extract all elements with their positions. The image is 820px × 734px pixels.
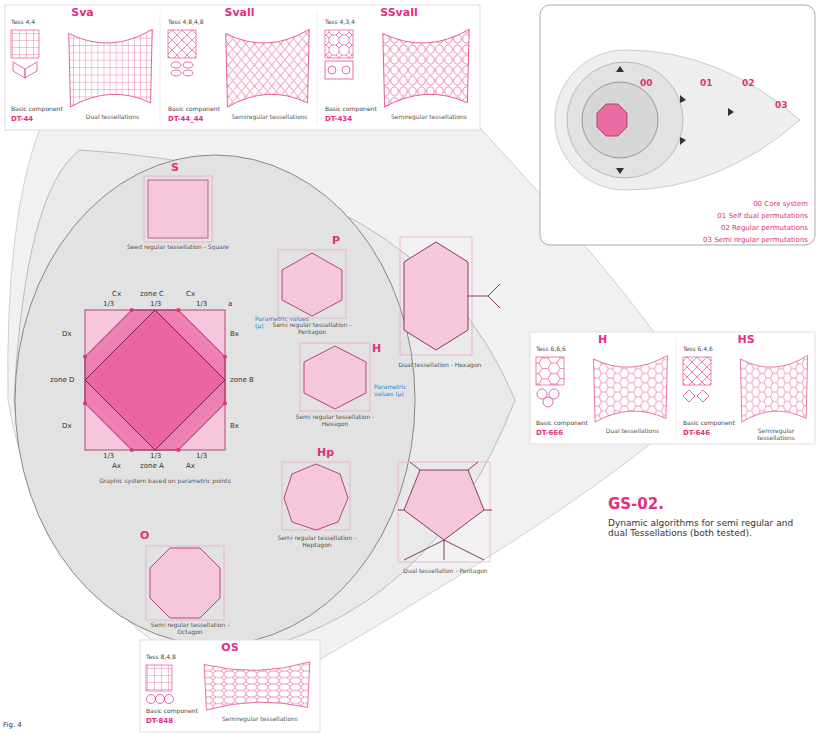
caption: Semi regular tessellation - Hexagon [295, 414, 375, 428]
tessellation-shape: S Seed regular tessellation - Square [123, 160, 235, 260]
caption: Semiregular tessellations [224, 114, 315, 121]
legend-text: 01 Self dual permutations [660, 212, 808, 220]
note: Basic component [683, 420, 735, 427]
label: Ax [186, 462, 195, 470]
heading: SSvall [319, 7, 479, 20]
caption: Dual tessellations [592, 428, 673, 435]
heading: Svall [162, 7, 317, 20]
label: zone C [140, 290, 164, 298]
label: 1/3 [103, 300, 114, 308]
heading: H [372, 343, 381, 356]
component-code: DT-646 [683, 429, 710, 437]
note: Basic component [146, 708, 198, 715]
label: 1/3 [196, 300, 207, 308]
component-code: DT-44_44 [168, 115, 203, 123]
label: a [228, 300, 232, 308]
tessellation-shape: Dual tessellation - Pentagon [398, 460, 495, 586]
tessellation-shape: HpSemi regular tessellation - Heptagon [277, 445, 359, 553]
caption: Semi regular tessellation - Heptagon [277, 535, 357, 549]
label: Ax [112, 462, 121, 470]
label: zone A [140, 462, 164, 470]
heading: Sva [5, 7, 160, 20]
caption: Semi regular tessellation - Octagon [140, 622, 240, 636]
legend-text: 02 Regular permutations [660, 224, 808, 232]
note: Tess 4,3,4 [325, 19, 355, 26]
level-inset: 00 01 02 03 00 Core system 01 Self dual permu… [540, 5, 815, 246]
note: Basic component [536, 420, 588, 427]
label: Bx [230, 422, 239, 430]
parameter-note: Parametric values (µ) [255, 316, 310, 330]
label: 1/3 [150, 300, 161, 308]
caption: Dual tessellation - Hexagon [395, 362, 485, 369]
label: 1/3 [150, 452, 161, 460]
label: Bx [230, 330, 239, 338]
note: Tess 8,4,8 [146, 654, 176, 661]
tessellation-panel: SvallTess 4,8,4,8Basic componentDT-44_44… [162, 5, 319, 130]
note: Tess 4,4 [11, 19, 35, 26]
tessellation-shape: O Semi regular tessellation - Octagon [140, 530, 242, 640]
tessellation-panel: HTess 6,6,6Basic componentDT-666 Dual tes… [530, 332, 677, 444]
note: Tess 6,4,6 [683, 346, 713, 353]
tessellation-shape: H Semi regular tessellation - Hexagon [295, 335, 383, 433]
level-number: 02 [742, 78, 755, 88]
label: Dx [62, 330, 72, 338]
legend-text: 03 Semi regular permutations [660, 236, 808, 244]
caption: Semi regular tessellation - Pentagon [272, 322, 352, 336]
tessellation-panel: HSTess 6,4,6Basic componentDT-646 Semireg… [677, 332, 817, 444]
level-number: 03 [775, 100, 788, 110]
heading: H [530, 334, 675, 347]
caption: Dynamic algorithms for semi regular and … [608, 518, 808, 539]
tessellation-shape: Dual tessellation - Hexagon [395, 235, 487, 380]
component-code: DT-848 [146, 717, 173, 725]
label: Dx [62, 422, 72, 430]
heading: HS [677, 334, 815, 347]
label: Fig. 4 [3, 721, 22, 729]
caption: Semiregular tessellations [381, 114, 477, 121]
heading: P [332, 235, 340, 248]
heading: O [140, 530, 149, 543]
caption: Semiregular tessellations [739, 428, 813, 442]
note: Basic component [11, 106, 63, 113]
tessellation-panel: SvaTess 4,4Basic componentDT-44 Dual tess… [5, 5, 162, 130]
tessellation-panel: SSvallTess 4,3,4Basic componentDT-434 Sem… [319, 5, 481, 130]
component-code: DT-434 [325, 115, 352, 123]
heading: S [171, 162, 179, 175]
level-number: 01 [700, 78, 713, 88]
caption: Seed regular tessellation - Square [123, 244, 233, 251]
label: zone B [230, 376, 254, 384]
tessellation-shape: P Semi regular tessellation - Pentagon [272, 232, 354, 340]
label: zone D [50, 376, 74, 384]
parameter-note: Parametric values (µ) [374, 384, 424, 398]
label: 1/3 [103, 452, 114, 460]
note: Tess 6,6,6 [536, 346, 566, 353]
heading: OS [140, 642, 320, 655]
title: GS-02. [608, 496, 664, 513]
note: Basic component [168, 106, 220, 113]
component-code: DT-44 [11, 115, 33, 123]
caption: Dual tessellations [67, 114, 158, 121]
label: Cx [112, 290, 121, 298]
label: Cx [186, 290, 195, 298]
component-code: DT-666 [536, 429, 563, 437]
caption: Graphic system based on parametric point… [85, 478, 245, 485]
level-number: 00 [640, 78, 653, 88]
tessellation-panel: OSTess 8,4,8Basic componentDT-848 Semireg… [140, 640, 322, 732]
note: Tess 4,8,4,8 [168, 19, 204, 26]
label: 1/3 [196, 452, 207, 460]
heading: Hp [317, 447, 334, 460]
caption: Semiregular tessellations [202, 716, 318, 723]
legend-text: 00 Core system [660, 200, 808, 208]
note: Basic component [325, 106, 377, 113]
caption: Dual tessellation - Pentagon [398, 568, 493, 575]
